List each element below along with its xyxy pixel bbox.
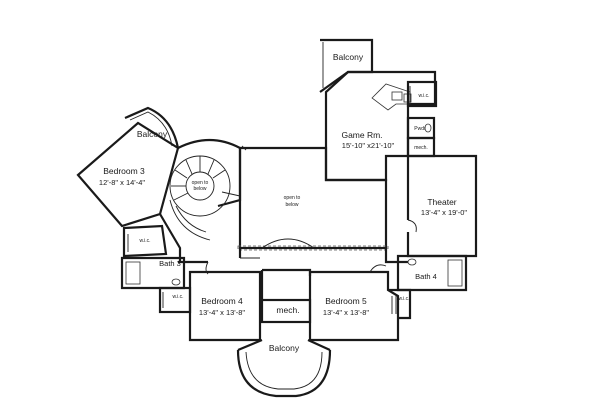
theater-label: Theater: [427, 197, 456, 207]
game-room-label: Game Rm.: [341, 130, 382, 140]
bedroom-4-label: Bedroom 4: [201, 296, 243, 306]
mech-top-label: mech.: [414, 145, 428, 151]
balcony-bottom: [236, 338, 332, 398]
open-below-label-1: open to: [284, 195, 301, 201]
stair-open-label-2: below: [193, 186, 206, 192]
wic-mid: [158, 286, 192, 314]
wic-left: [122, 224, 168, 258]
mech-mid-label: mech.: [276, 305, 299, 315]
game-room-dims: 15'-10" x21'-10": [342, 141, 395, 150]
theater-dims: 13'-4" x 19'-0": [421, 208, 467, 217]
bedroom-3-dims: 12'-8" x 14'-4": [99, 178, 145, 187]
balcony-bottom-label: Balcony: [269, 343, 300, 353]
open-below-label-2: below: [285, 202, 298, 208]
bedroom-5-label: Bedroom 5: [325, 296, 367, 306]
wic-right: [388, 288, 412, 320]
balcony-left-label: Balcony: [137, 129, 168, 139]
open-to-below-main: [237, 145, 389, 251]
powder-room-label: Pwdr: [414, 126, 426, 132]
bedroom-5-dims: 13'-4" x 13'-8": [323, 308, 369, 317]
balcony-left: [124, 106, 180, 149]
wic-top-label: w.i.c.: [418, 93, 429, 99]
wic-left-label: w.i.c.: [139, 238, 150, 244]
bath-3-label: Bath 3: [159, 259, 181, 268]
bath-4-label: Bath 4: [415, 272, 437, 281]
bath-4: [396, 254, 468, 292]
balcony-top-label: Balcony: [333, 52, 364, 62]
bedroom-3: [76, 121, 180, 228]
spiral-stair: [169, 138, 242, 241]
balcony-top: [319, 38, 374, 93]
wic-right-label: w.i.c.: [398, 296, 409, 302]
stair-open-label-1: open to: [192, 180, 209, 186]
wic-mid-label: w.i.c.: [172, 294, 183, 300]
hallway: [159, 213, 408, 300]
bedroom-4-dims: 13'-4" x 13'-8": [199, 308, 245, 317]
bedroom-3-label: Bedroom 3: [103, 166, 145, 176]
wic-top: [406, 80, 438, 108]
theater: [406, 154, 478, 258]
